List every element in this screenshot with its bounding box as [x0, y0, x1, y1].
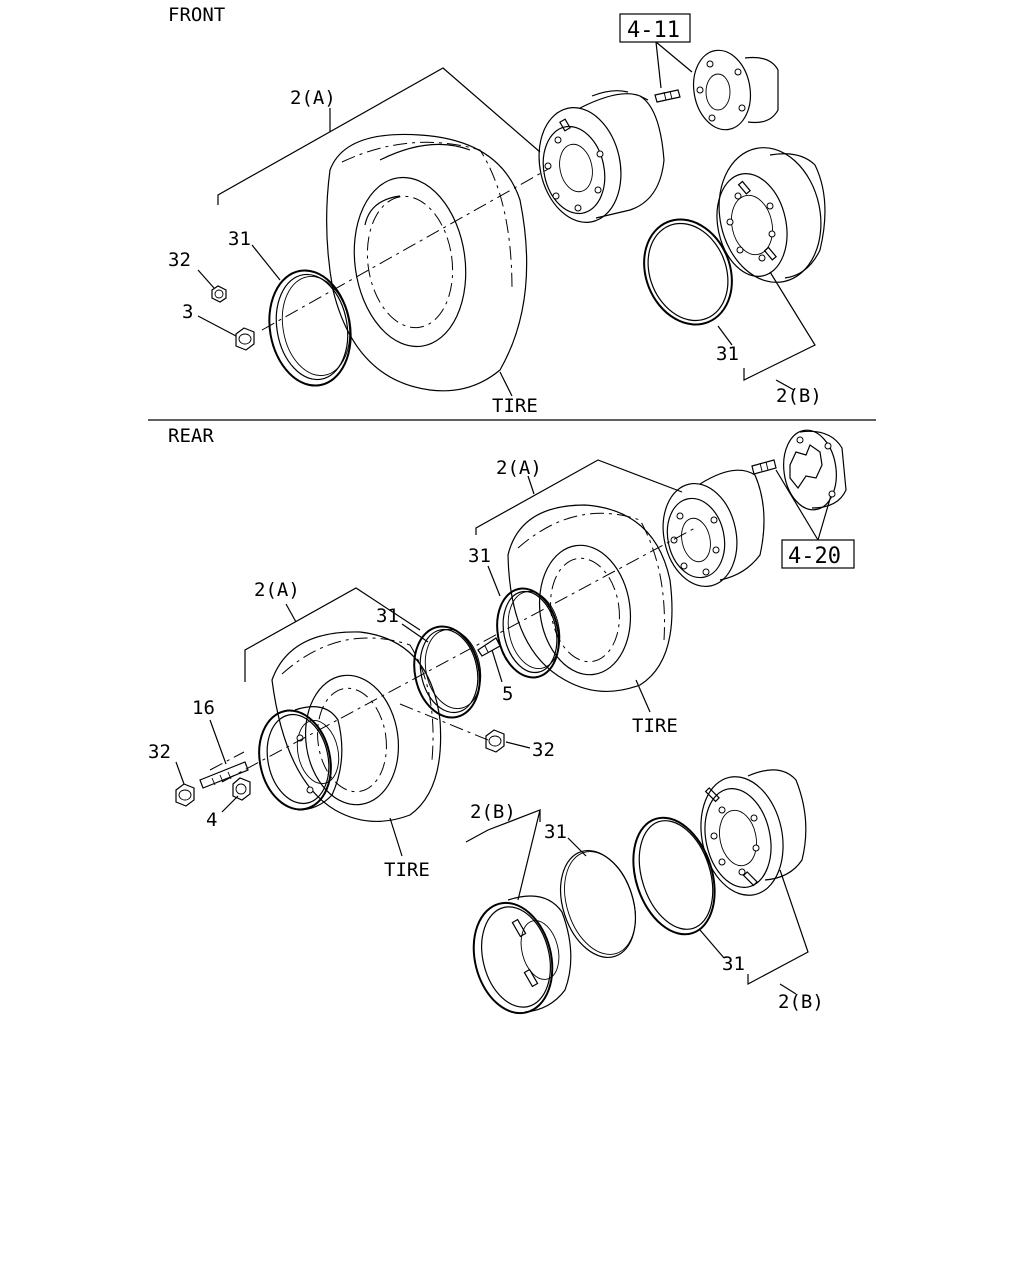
front-ring-a	[268, 269, 352, 387]
front-wheel-a	[538, 90, 665, 223]
rear-outer-tire-label: TIRE	[384, 859, 430, 881]
rear-hub-stud	[751, 459, 777, 475]
rear-outer-tire	[271, 631, 442, 823]
rear-middle-ring-label: 31	[376, 605, 399, 627]
front-nut-3	[235, 327, 255, 351]
rear-wheel-b-inner-label: 2(B)	[470, 801, 516, 823]
rear-wheel-b-inner	[472, 895, 572, 1015]
front-hub-ref-box[interactable]: 4-11	[619, 13, 691, 43]
rear-cap-nut-right-label: 32	[532, 739, 555, 761]
rear-inner-ring	[496, 587, 561, 679]
rear-stud-16	[199, 761, 249, 789]
rear-hub-ref-label: 4-20	[788, 544, 841, 569]
rear-cap-nut-left-label: 32	[148, 741, 171, 763]
front-tire-label: TIRE	[492, 395, 538, 417]
front-nut-label: 3	[182, 301, 193, 323]
rear-inner-wheel-a	[662, 469, 765, 588]
front-hub	[692, 49, 779, 131]
rear-cap-nut-32-left	[175, 783, 195, 807]
front-wheel-a-label: 2(A)	[290, 87, 336, 109]
rear-ring-b-thin-label: 31	[544, 821, 567, 843]
front-cap-nut-label: 32	[168, 249, 191, 271]
front-hub-stud	[654, 89, 681, 103]
rear-inner-ring-label: 31	[468, 545, 491, 567]
rear-stud-5-label: 5	[502, 683, 513, 705]
rear-wheel-b-outer	[700, 769, 807, 896]
front-cap-nut-32	[211, 285, 227, 303]
front-section-title: FRONT	[168, 4, 225, 26]
rear-inner-tire-label: TIRE	[632, 715, 678, 737]
rear-outer-wheel-a-label: 2(A)	[254, 579, 300, 601]
front-tire	[326, 133, 528, 392]
front-ring-b-label: 31	[716, 343, 739, 365]
rear-ring-b-thick-label: 31	[722, 953, 745, 975]
rear-inner-wheel-a-label: 2(A)	[496, 457, 542, 479]
front-hub-ref-label: 4-11	[627, 18, 680, 43]
rear-stud-16-label: 16	[192, 697, 215, 719]
front-wheel-b	[716, 147, 826, 283]
rear-wheel-b-outer-label: 2(B)	[778, 991, 824, 1013]
rear-inner-nut-4	[232, 777, 251, 801]
rear-nut-4-label: 4	[206, 809, 217, 831]
rear-section-title: REAR	[168, 425, 214, 447]
front-ring-a-label: 31	[228, 228, 251, 250]
rear-hub-ref-box[interactable]: 4-20	[781, 539, 855, 569]
rear-inner-tire	[507, 504, 673, 693]
rear-cap-nut-32-right	[485, 729, 505, 753]
front-wheel-b-label: 2(B)	[776, 385, 822, 407]
rear-outer-wheel-a	[258, 706, 343, 811]
rear-hub	[783, 429, 847, 511]
front-ring-b	[643, 218, 733, 326]
rear-inner-stud-5	[477, 637, 501, 657]
